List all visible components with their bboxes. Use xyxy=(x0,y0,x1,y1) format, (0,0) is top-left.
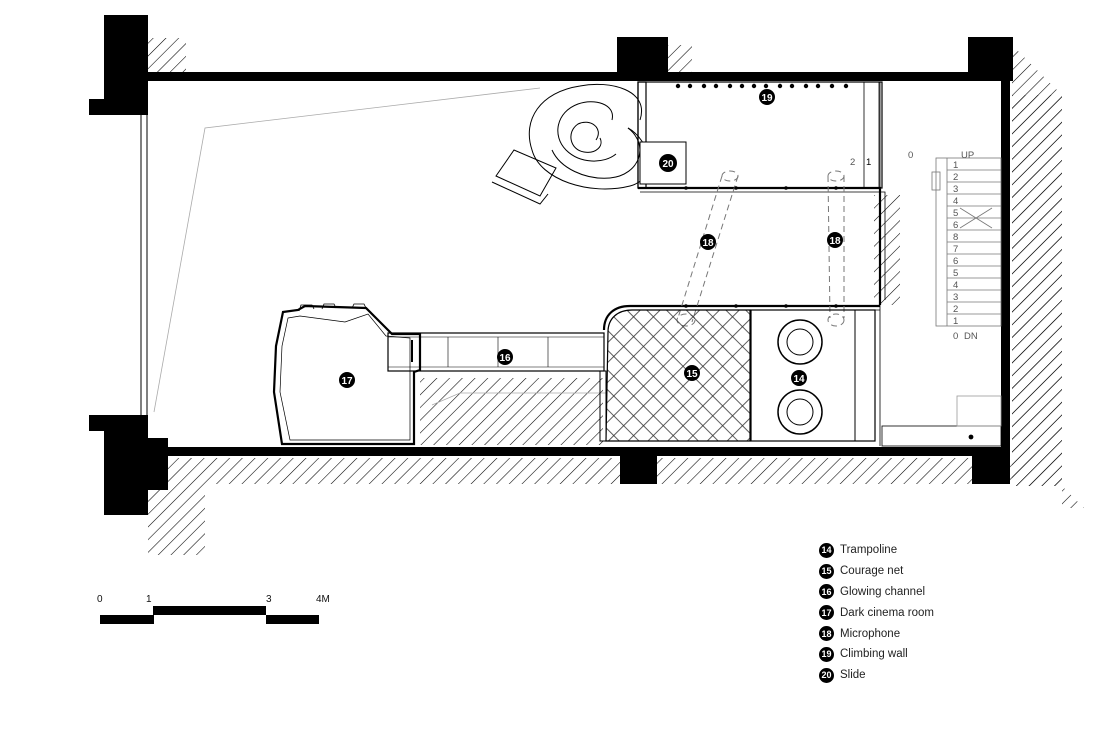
legend-item-dark-cinema-room: 17 Dark cinema room xyxy=(819,602,934,623)
svg-text:17: 17 xyxy=(341,376,353,387)
landing-label-2: 2 xyxy=(850,157,855,168)
legend-item-courage-net: 15 Courage net xyxy=(819,561,934,582)
legend-number: 17 xyxy=(819,605,834,621)
projection-lines xyxy=(153,87,606,413)
stair-up-label: UP xyxy=(961,150,974,161)
courage-net xyxy=(605,309,751,442)
scale-bar xyxy=(100,606,319,624)
landing-label-1: 1 xyxy=(866,157,871,168)
svg-text:18: 18 xyxy=(829,236,841,247)
legend-item-climbing-wall: 19 Climbing wall xyxy=(819,644,934,665)
legend-label: Courage net xyxy=(840,565,904,578)
legend: 14 Trampoline 15 Courage net 16 Glowing cha… xyxy=(819,540,934,686)
svg-text:14: 14 xyxy=(793,374,805,385)
left-glazing xyxy=(140,115,148,415)
glowing-channel xyxy=(387,332,607,442)
marker-17: 17 xyxy=(339,372,355,388)
svg-text:15: 15 xyxy=(686,369,698,380)
stair-step-label: 6 xyxy=(953,256,958,267)
legend-number: 15 xyxy=(819,563,834,579)
marker-16: 16 xyxy=(497,349,513,365)
legend-item-microphone: 18 Microphone xyxy=(819,623,934,644)
legend-label: Trampoline xyxy=(840,544,898,557)
svg-text:19: 19 xyxy=(761,93,773,104)
legend-number: 18 xyxy=(819,626,834,642)
trampoline xyxy=(750,309,876,442)
stair-labels: 0 UP 0 DN 2 1 1 2 3 4 5 6 8 7 6 5 4 3 2 … xyxy=(850,150,978,342)
stair-step-label: 1 xyxy=(953,160,958,171)
legend-label: Slide xyxy=(840,669,866,682)
stair-up-zero: 0 xyxy=(908,150,913,161)
dark-cinema-room xyxy=(272,303,422,446)
marker-19: 19 xyxy=(759,89,775,105)
structural-walls xyxy=(89,15,1013,515)
legend-number: 16 xyxy=(819,584,834,600)
marker-18b: 18 xyxy=(827,232,843,248)
stair-step-label: 7 xyxy=(953,244,958,255)
legend-number: 20 xyxy=(819,667,834,683)
stair-step-label: 6 xyxy=(953,220,958,231)
stair-step-label: 1 xyxy=(953,316,958,327)
stair-down-label: DN xyxy=(964,331,978,342)
stair-step-label: 2 xyxy=(953,304,958,315)
railing-posts xyxy=(684,186,838,308)
legend-item-glowing-channel: 16 Glowing channel xyxy=(819,582,934,603)
marker-14: 14 xyxy=(791,370,807,386)
svg-text:16: 16 xyxy=(499,353,511,364)
scale-label-1: 1 xyxy=(146,594,152,605)
legend-label: Climbing wall xyxy=(840,648,908,661)
microphone-tubes xyxy=(676,170,845,327)
marker-18a: 18 xyxy=(700,234,716,250)
legend-number: 19 xyxy=(819,646,834,662)
stair-step-label: 2 xyxy=(953,172,958,183)
marker-20: 20 xyxy=(659,154,677,172)
stair-step-label: 5 xyxy=(953,208,958,219)
stair-down-zero: 0 xyxy=(953,331,958,342)
stair-step-label: 3 xyxy=(953,184,958,195)
legend-number: 14 xyxy=(819,542,834,558)
stair xyxy=(931,157,1002,327)
legend-label: Dark cinema room xyxy=(840,606,934,619)
scale-label-0: 0 xyxy=(97,594,103,605)
stair-step-label: 4 xyxy=(953,280,958,291)
service-counter xyxy=(879,82,1002,447)
climbing-holds xyxy=(675,83,849,89)
legend-item-slide: 20 Slide xyxy=(819,665,934,686)
legend-label: Glowing channel xyxy=(840,585,926,598)
scale-label-4m: 4M xyxy=(316,594,330,605)
stair-step-label: 4 xyxy=(953,196,958,207)
stair-step-label: 3 xyxy=(953,292,958,303)
legend-item-trampoline: 14 Trampoline xyxy=(819,540,934,561)
climbing-wall-zone xyxy=(637,81,883,189)
svg-text:18: 18 xyxy=(702,238,714,249)
legend-label: Microphone xyxy=(840,627,901,640)
scale-label-3: 3 xyxy=(266,594,272,605)
slide xyxy=(491,83,687,205)
zone-markers: 19 20 18 18 16 17 15 14 xyxy=(339,89,843,388)
stair-step-label: 8 xyxy=(953,232,958,243)
exterior-hatching xyxy=(148,38,1084,555)
marker-15: 15 xyxy=(684,365,700,381)
stair-step-label: 5 xyxy=(953,268,958,279)
svg-text:20: 20 xyxy=(662,159,674,170)
